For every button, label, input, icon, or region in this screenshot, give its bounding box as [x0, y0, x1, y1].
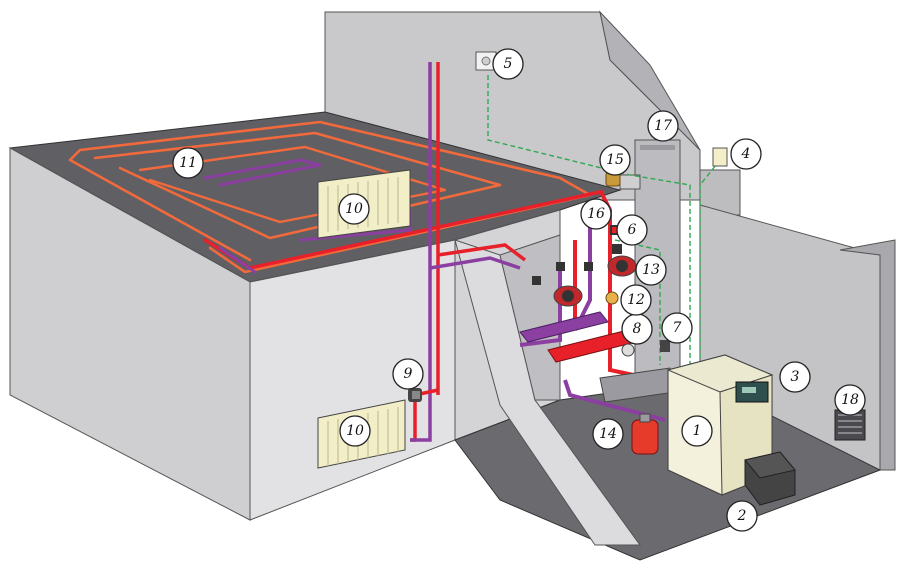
- valve-6: [612, 244, 622, 254]
- callout-15-label: 15: [606, 152, 624, 168]
- callout-12-label: 12: [627, 292, 645, 308]
- callout-16: 16: [580, 198, 612, 230]
- callout-11-label: 11: [179, 155, 197, 171]
- callout-10-lower-label: 10: [346, 423, 364, 439]
- callout-3-label: 3: [791, 369, 800, 385]
- callout-12: 12: [620, 284, 652, 316]
- thermostatic-valve: [408, 388, 422, 402]
- valves-left-manifold: [532, 262, 593, 285]
- callout-2: 2: [726, 500, 758, 532]
- callout-16-label: 16: [587, 206, 605, 222]
- circulation-pump-left: [553, 285, 583, 307]
- underfloor-heating-loops: [68, 120, 602, 274]
- safety-valve-7: [660, 340, 670, 352]
- callout-5: 5: [492, 48, 524, 80]
- safety-valve-8: [621, 343, 635, 357]
- callout-10-lower: 10: [339, 415, 371, 447]
- callout-7: 7: [661, 312, 693, 344]
- valve-16: [610, 225, 620, 235]
- callout-6: 6: [616, 214, 648, 246]
- callout-14: 14: [592, 418, 624, 450]
- callout-1: 1: [681, 415, 713, 447]
- callout-18-label: 18: [841, 392, 859, 408]
- callout-4: 4: [730, 138, 762, 170]
- circulation-pump-13: [607, 255, 637, 277]
- callout-13: 13: [635, 254, 667, 286]
- callout-1-label: 1: [693, 423, 702, 439]
- ventilation-grille: [834, 409, 866, 441]
- callout-13-label: 13: [642, 262, 660, 278]
- callout-5-label: 5: [504, 56, 513, 72]
- burner: [744, 451, 796, 506]
- mixing-valve-12: [605, 291, 619, 305]
- distribution-manifold: [519, 189, 681, 422]
- callout-18: 18: [834, 384, 866, 416]
- callout-10-upper: 10: [338, 193, 370, 225]
- control-wiring: [487, 75, 721, 370]
- callout-6-label: 6: [628, 222, 637, 238]
- callout-11: 11: [172, 147, 204, 179]
- callout-8-label: 8: [633, 321, 642, 337]
- callout-9: 9: [392, 358, 424, 390]
- callout-8: 8: [621, 313, 653, 345]
- callout-17: 17: [647, 110, 679, 142]
- expansion-tank: [631, 413, 659, 455]
- stair-cut: [454, 234, 641, 546]
- callout-10-upper-label: 10: [345, 201, 363, 217]
- callout-3: 3: [779, 361, 811, 393]
- callout-17-label: 17: [654, 118, 672, 134]
- callout-2-label: 2: [737, 508, 747, 524]
- outdoor-sensor: [712, 147, 728, 167]
- callout-15: 15: [599, 144, 631, 176]
- callout-14-label: 14: [599, 426, 617, 442]
- callout-4-label: 4: [741, 146, 751, 162]
- callout-9-label: 9: [404, 366, 413, 382]
- callout-7-label: 7: [673, 320, 682, 336]
